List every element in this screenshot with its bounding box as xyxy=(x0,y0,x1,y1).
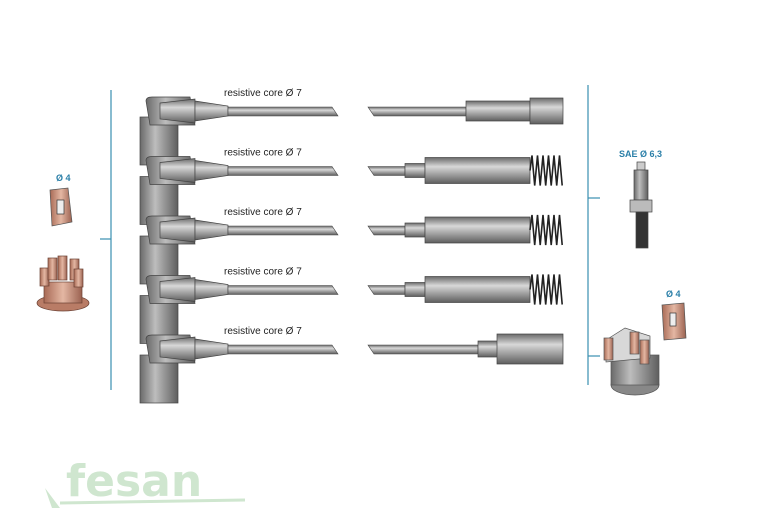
cable-row: resistive core Ø 7 xyxy=(139,267,563,344)
right-terminal-label: Ø 4 xyxy=(666,289,681,299)
cable-right-segment xyxy=(367,285,406,295)
cable-label: resistive core Ø 7 xyxy=(224,267,302,278)
cable-end-connector xyxy=(404,214,563,246)
spark-plug-icon xyxy=(629,161,653,249)
cable-end-connector xyxy=(465,97,564,125)
cable-row: resistive core Ø 7 xyxy=(139,148,563,225)
spring-icon xyxy=(529,214,563,246)
plug-boot xyxy=(139,156,229,225)
ignition-coil-icon xyxy=(603,327,660,396)
cable-right-segment xyxy=(367,106,467,117)
cable-end-connector xyxy=(404,155,563,186)
spark-plug-label: SAE Ø 6,3 xyxy=(619,149,662,159)
cable-label: resistive core Ø 7 xyxy=(224,207,302,218)
cable-row: resistive core Ø 7 xyxy=(139,326,564,404)
plug-boot xyxy=(139,96,229,166)
cable-label: resistive core Ø 7 xyxy=(224,88,302,99)
cable-left-segment xyxy=(227,166,339,176)
cable-left-segment xyxy=(227,106,339,117)
fesan-watermark: fesan xyxy=(45,456,246,508)
left-bracket xyxy=(100,90,112,390)
cable-left-segment xyxy=(227,344,339,355)
plug-boot xyxy=(139,215,229,285)
cable-left-segment xyxy=(227,225,339,236)
right-bracket xyxy=(587,85,600,385)
plug-boot xyxy=(139,275,229,344)
cable-left-segment xyxy=(227,285,339,295)
cable-end-connector xyxy=(477,333,564,365)
cable-right-segment xyxy=(367,344,479,355)
svg-text:fesan: fesan xyxy=(66,456,202,507)
left-terminal-label: Ø 4 xyxy=(56,173,71,183)
cable-end-connector xyxy=(404,274,563,305)
cable-right-segment xyxy=(367,166,406,176)
cable-label: resistive core Ø 7 xyxy=(224,326,302,337)
terminal-icon xyxy=(661,302,687,341)
terminal-icon xyxy=(49,187,73,227)
cable-right-segment xyxy=(367,225,406,236)
cable-row: resistive core Ø 7 xyxy=(139,88,564,166)
cable-row: resistive core Ø 7 xyxy=(139,207,563,285)
plug-boot xyxy=(139,334,229,404)
spring-icon xyxy=(529,274,563,305)
spring-icon xyxy=(529,155,563,186)
distributor-cap-icon xyxy=(36,255,90,312)
cable-label: resistive core Ø 7 xyxy=(224,148,302,159)
